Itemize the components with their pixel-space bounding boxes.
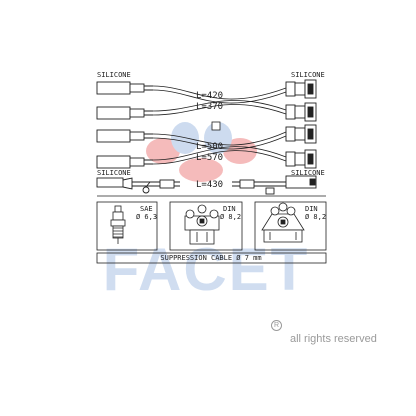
spark-plug-icon bbox=[110, 205, 126, 244]
cable-1-inner bbox=[152, 89, 287, 104]
sae-size-label: Ø 6,3 bbox=[136, 213, 157, 221]
silicone-label-bottom-right: SILICONE bbox=[291, 169, 325, 177]
left-connectors bbox=[96, 81, 153, 169]
length-label-3: L=500 bbox=[196, 142, 223, 152]
watermark-petal bbox=[179, 158, 223, 182]
left-connector bbox=[96, 155, 153, 169]
rights-reserved-text: all rights reserved bbox=[290, 333, 377, 345]
right-connector bbox=[285, 79, 317, 99]
length-label-5: L=430 bbox=[196, 180, 223, 190]
right-connectors bbox=[285, 79, 317, 169]
cable-4 bbox=[152, 146, 287, 161]
sae-label: SAE bbox=[140, 205, 153, 213]
left-connector bbox=[96, 129, 153, 143]
spark-plug-panel bbox=[96, 201, 158, 251]
distributor-panel-din-1 bbox=[169, 201, 243, 251]
din-size-label-2: Ø 8,2 bbox=[305, 213, 326, 221]
watermark-flower bbox=[146, 122, 257, 182]
suppression-cable-label: SUPPRESSION CABLE Ø 7 mm bbox=[160, 254, 261, 262]
cable-4-inner bbox=[152, 150, 287, 165]
coil-lead-sleeve-left bbox=[159, 179, 175, 189]
silicone-label-top-left: SILICONE bbox=[97, 71, 131, 79]
coil-lead bbox=[96, 175, 317, 195]
right-connector bbox=[285, 149, 317, 169]
din-label-2: DIN bbox=[305, 205, 318, 213]
distributor-cap-icon bbox=[261, 202, 305, 243]
left-connector bbox=[96, 106, 153, 120]
silicone-label-bottom-left: SILICONE bbox=[97, 169, 131, 177]
watermark-petal bbox=[204, 122, 232, 154]
distributor-cap-icon bbox=[184, 204, 220, 245]
suppression-cable-bar bbox=[96, 252, 327, 264]
watermark-petal bbox=[146, 138, 180, 164]
cables bbox=[152, 85, 287, 165]
coil-lead-terminal bbox=[142, 186, 150, 194]
component-panels bbox=[96, 201, 327, 264]
distributor-panel-din-2 bbox=[254, 201, 327, 251]
coil-lead-right-boot bbox=[285, 175, 317, 189]
din-size-label-1: Ø 8,2 bbox=[220, 213, 241, 221]
coil-lead-sleeve-right bbox=[239, 179, 255, 189]
cable-3-inner bbox=[152, 135, 287, 150]
cable-2-inner bbox=[152, 104, 287, 116]
cable-3 bbox=[152, 131, 287, 146]
left-connector bbox=[96, 81, 153, 95]
coil-lead-left-boot bbox=[96, 177, 124, 188]
cable-2 bbox=[152, 100, 287, 112]
cable-clip bbox=[211, 121, 221, 131]
silicone-label-top-right: SILICONE bbox=[291, 71, 325, 79]
length-label-2: L=370 bbox=[196, 102, 223, 112]
registered-mark: R bbox=[271, 320, 282, 331]
length-label-4: L=570 bbox=[196, 153, 223, 163]
watermark-brand: FACET bbox=[103, 236, 310, 303]
din-label-1: DIN bbox=[223, 205, 236, 213]
cable-1 bbox=[152, 85, 287, 100]
length-label-1: L=420 bbox=[196, 91, 223, 101]
right-connector bbox=[285, 102, 317, 122]
right-connector bbox=[285, 124, 317, 144]
